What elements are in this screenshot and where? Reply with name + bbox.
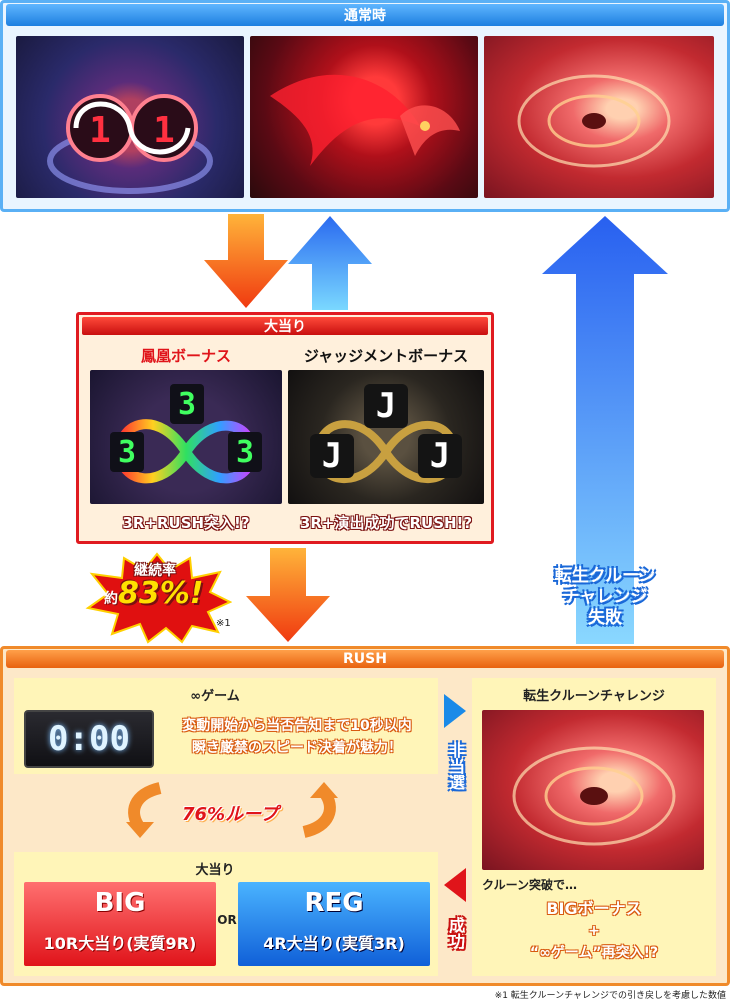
success-arrow-icon xyxy=(444,868,466,902)
crane-challenge-photo xyxy=(512,746,676,846)
crane-result1: BIGボーナス xyxy=(546,899,642,918)
continuation-starburst xyxy=(85,552,232,644)
miss-arrow-icon xyxy=(444,694,466,728)
judgment-digit-left: J xyxy=(321,436,343,476)
crane-image xyxy=(517,74,671,168)
arrow-down-to-jackpot xyxy=(204,214,288,308)
big-card: BIG 10R大当り(実質9R) xyxy=(24,882,216,966)
normal-header: 通常時 xyxy=(6,4,724,26)
loop-label: 76%ループ xyxy=(181,804,278,825)
crane-challenge-title: 転生クルーンチャレンジ xyxy=(523,688,665,704)
phoenix-bonus-title: 鳳凰ボーナス xyxy=(140,346,231,365)
gold-infinity-image xyxy=(310,384,462,483)
judgment-bonus-title: ジャッジメントボーナス xyxy=(303,346,469,365)
arrow-down-to-rush xyxy=(246,548,330,642)
crane-result2: “∞ゲーム”再突入!? xyxy=(529,945,659,961)
crane-fail-label: 転生クルーン チャレンジ 失敗 xyxy=(548,566,662,629)
rainbow-infinity-image xyxy=(110,384,262,484)
footnote: ※1 転生クルーンチャレンジでの引き戻しを考慮した数値 xyxy=(494,991,726,1001)
continuation-label: 継続率 xyxy=(134,563,176,579)
svg-text:1: 1 xyxy=(89,110,111,151)
phoenix-bonus-caption: 3R+RUSH突入!? xyxy=(122,513,250,532)
crane-caption: クルーン突破で… xyxy=(482,878,578,892)
crane-result: BIGボーナス + “∞ゲーム”再突入!? xyxy=(478,896,710,966)
infinity-game-desc-line1: 変動開始から当否告知まで10秒以内 xyxy=(182,718,412,734)
crane-fail-line2: チャレンジ xyxy=(562,587,648,607)
arrow-up-crane-fail xyxy=(542,216,668,644)
rush-jackpot-title: 大当り xyxy=(195,862,235,878)
phoenix-image xyxy=(270,74,460,166)
infinity-game-display: 0:00 xyxy=(24,710,154,768)
phoenix-digit-top: 3 xyxy=(177,386,197,422)
svg-text:1: 1 xyxy=(153,110,175,151)
jackpot-header: 大当り xyxy=(82,317,488,335)
reg-detail: 4R大当り(実質3R) xyxy=(263,934,405,953)
crane-challenge-image xyxy=(482,710,704,870)
infinity-game-title: ∞ゲーム xyxy=(190,688,240,704)
success-label: 成功 xyxy=(446,917,465,949)
continuation-prefix: 約 xyxy=(104,591,118,607)
judgment-digit-right: J xyxy=(429,436,451,476)
reg-card: REG 4R大当り(実質3R) xyxy=(238,882,430,966)
continuation-note: ※1 xyxy=(216,618,231,629)
or-label: OR xyxy=(217,913,237,927)
phoenix-bonus-image: 3 3 3 xyxy=(90,370,282,504)
infinity-game-desc: 変動開始から当否告知まで10秒以内 瞬き厳禁のスピード決着が魅力！ xyxy=(160,712,434,762)
miss-label: 非当選 xyxy=(446,742,465,790)
infinity-game-timer: 0:00 xyxy=(48,719,130,759)
infinity-game-desc-line2: 瞬き厳禁のスピード決着が魅力！ xyxy=(192,740,402,756)
loop-arrow-right-icon xyxy=(302,782,338,838)
phoenix-digit-left: 3 xyxy=(117,434,137,470)
normal-photo-reels: 1 1 xyxy=(16,36,244,198)
crane-fail-line3: 失敗 xyxy=(588,608,622,628)
infinity-reel-image: 1 1 xyxy=(47,94,213,194)
judgment-bonus-image: J J J xyxy=(288,370,484,504)
judgment-bonus-caption: 3R+演出成功でRUSH!? xyxy=(299,513,473,532)
judgment-digit-top: J xyxy=(375,386,397,426)
phoenix-digit-right: 3 xyxy=(235,434,255,470)
normal-photo-crane xyxy=(484,36,714,198)
crane-plus: + xyxy=(588,923,600,939)
loop-arrow-left-icon xyxy=(126,782,162,838)
big-title: BIG xyxy=(94,888,146,918)
reg-title: REG xyxy=(304,888,364,918)
rush-header: RUSH xyxy=(6,650,724,668)
big-detail: 10R大当り(実質9R) xyxy=(43,934,197,953)
continuation-value-wrap: 約 83%! xyxy=(104,576,234,620)
normal-photo-phoenix xyxy=(250,36,478,198)
arrow-up-to-normal xyxy=(288,216,372,310)
continuation-value: 83%! xyxy=(118,576,204,611)
crane-fail-line1: 転生クルーン xyxy=(554,566,656,586)
